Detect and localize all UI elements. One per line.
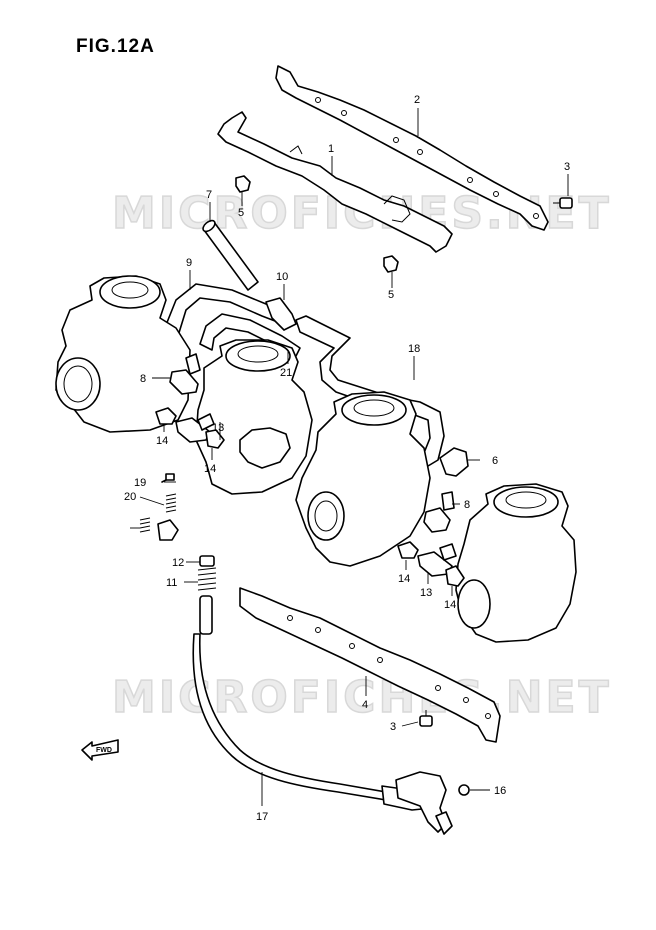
callout-18: 19	[134, 477, 146, 489]
elbow-fitting-8-left	[169, 353, 201, 395]
callout-6: 6	[492, 455, 498, 467]
callout-3-upper: 3	[564, 161, 570, 173]
leader-lines	[130, 108, 569, 806]
callout-14-c: 14	[398, 573, 410, 585]
throttle-link-bar	[217, 111, 453, 253]
callout-3-lower: 3	[390, 721, 396, 733]
carburetor-2	[195, 339, 313, 495]
callout-5-lower: 5	[388, 289, 394, 301]
cap-14-a	[155, 407, 177, 425]
clip-lower	[383, 255, 399, 273]
callout-4: 4	[362, 699, 368, 711]
callout-5-upper: 5	[238, 207, 244, 219]
callout-13-left: 13	[212, 422, 224, 434]
callout-1: 1	[328, 143, 334, 155]
spring-20	[139, 517, 151, 533]
spring-19	[165, 493, 177, 513]
cap-14-b	[205, 429, 225, 449]
callout-10: 10	[276, 271, 288, 283]
hose-joint-10	[265, 297, 297, 331]
cap-14-d	[445, 565, 465, 587]
screw-18	[161, 473, 175, 483]
callout-12: 12	[172, 557, 184, 569]
elbow-fitting-8-right	[423, 491, 455, 533]
callout-8-left: 8	[140, 373, 146, 385]
watermark-bottom: MICROFICHES.NET	[112, 672, 612, 723]
vent-hose-short	[202, 219, 259, 291]
tee-fitting-13-right	[417, 543, 457, 577]
callout-9: 9	[186, 257, 192, 269]
carburetor-4	[455, 483, 577, 643]
cable-bracket-15	[395, 771, 470, 835]
carburetor-3	[295, 391, 431, 567]
forward-arrow-icon: FWD	[81, 739, 119, 761]
callout-2: 2	[414, 94, 420, 106]
callout-13-right: 13	[420, 587, 432, 599]
callout-16: 17	[256, 811, 268, 823]
screw-lower	[419, 710, 433, 727]
callout-17: 18	[408, 343, 420, 355]
callout-8-right: 8	[464, 499, 470, 511]
callout-14-d: 14	[444, 599, 456, 611]
lower-bracket-plate	[239, 587, 501, 743]
callout-19: 20	[124, 491, 136, 503]
upper-bracket-plate	[275, 65, 549, 231]
callout-14-b: 14	[204, 463, 216, 475]
vent-hose-right	[439, 447, 469, 477]
carburetor-1	[55, 275, 191, 433]
cable-nut-12	[199, 555, 215, 567]
callout-14-a: 14	[156, 435, 168, 447]
callout-21: 21	[280, 367, 292, 379]
callout-15: 16	[494, 785, 506, 797]
cable-spring-11	[197, 567, 217, 591]
callout-11: 11	[166, 577, 177, 589]
washer-20	[157, 519, 179, 541]
screw-upper	[553, 197, 573, 209]
figure-title: FIG.12A	[76, 36, 155, 57]
fwd-label: FWD	[96, 747, 112, 754]
cap-14-c	[397, 541, 419, 559]
clip-upper	[235, 175, 251, 193]
callout-7: 7	[206, 189, 212, 201]
tee-fitting-13-left	[175, 413, 215, 443]
